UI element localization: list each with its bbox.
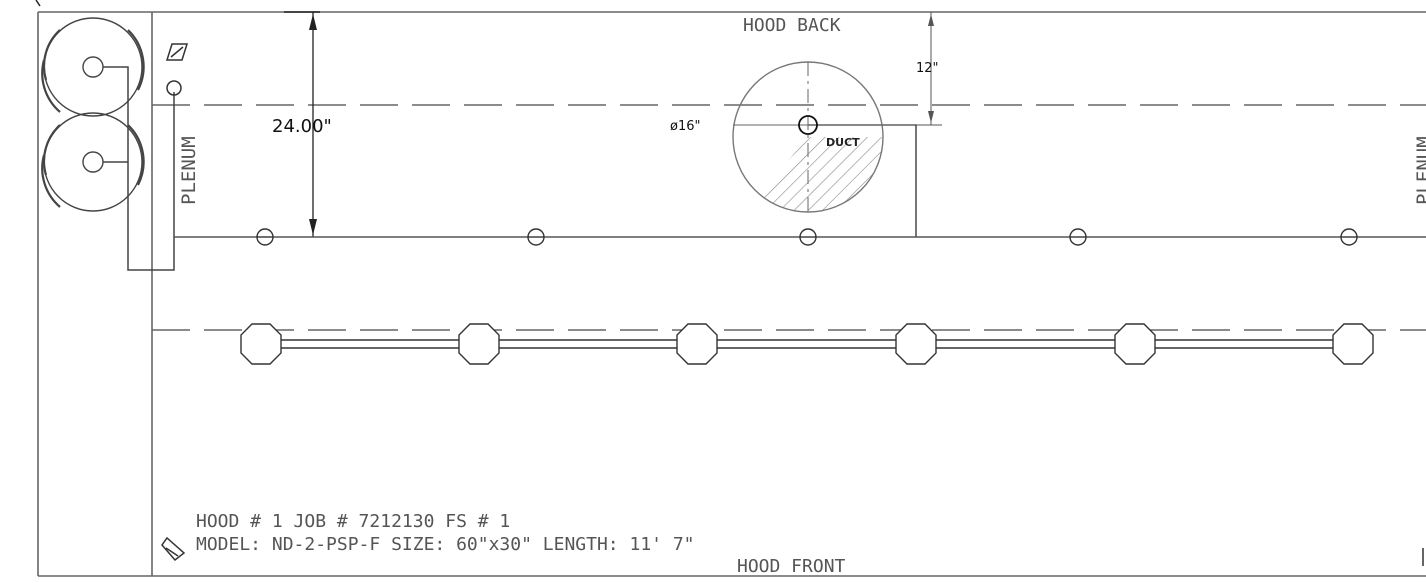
dimension-height-label: 24.00" <box>272 116 332 137</box>
plenum-left-label: PLENUM <box>178 136 200 205</box>
dimension-height <box>284 11 320 237</box>
front-marker-icon <box>161 536 186 562</box>
hood-front-label: HOOD FRONT <box>737 556 846 577</box>
light-bar-row <box>280 339 1336 349</box>
plenum-right-label: PLENUM <box>1413 136 1426 205</box>
duct-label: DUCT <box>826 136 860 149</box>
duct-symbol <box>732 61 915 213</box>
light-fixture <box>676 323 718 365</box>
pipe-reel-top <box>41 17 145 117</box>
nozzle <box>799 228 817 246</box>
dimension-offset <box>916 12 942 126</box>
dimension-diameter-label: ø16" <box>670 119 700 134</box>
light-fixture <box>1114 323 1156 365</box>
light-fixtures <box>240 323 1374 365</box>
drawing-frame <box>37 11 1426 577</box>
title-line-2: MODEL: ND-2-PSP-F SIZE: 60"x30" LENGTH: … <box>196 534 695 555</box>
nozzle <box>527 228 545 246</box>
reel-piping <box>103 66 175 271</box>
light-fixture <box>240 323 282 365</box>
light-fixture <box>458 323 500 365</box>
hood-back-label: HOOD BACK <box>743 15 841 36</box>
nozzle <box>1069 228 1087 246</box>
nozzle <box>1340 228 1358 246</box>
light-fixture <box>1332 323 1374 365</box>
dimension-offset-label: 12" <box>916 61 939 76</box>
nozzle-row <box>256 228 1358 246</box>
dashed-centerlines <box>152 104 1426 331</box>
nozzle <box>256 228 274 246</box>
title-line-1: HOOD # 1 JOB # 7212130 FS # 1 <box>196 511 510 532</box>
corner-mark <box>35 0 41 7</box>
light-fixture <box>895 323 937 365</box>
left-plenum-symbols <box>165 43 189 96</box>
